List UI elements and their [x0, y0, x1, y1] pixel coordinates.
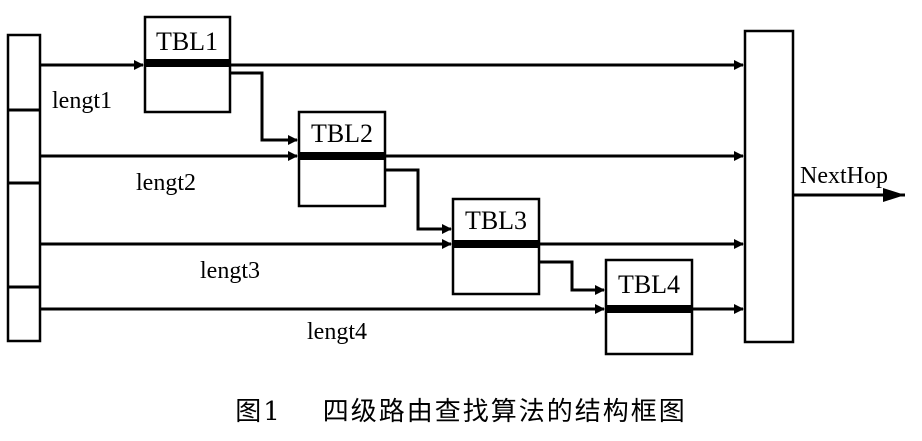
nexthop-label: NextHop — [800, 163, 888, 189]
table-label: TBL2 — [311, 119, 373, 148]
table-tbl4: TBL4 — [604, 258, 694, 356]
output-register — [743, 29, 795, 344]
length-label: lengt4 — [307, 319, 367, 345]
figure-caption: 图1 四级路由查找算法的结构框图 — [235, 397, 687, 427]
arrow-tbl2-to-tbl3 — [385, 168, 452, 234]
table-tbl3: TBL3 — [451, 197, 541, 296]
length-label: lengt2 — [136, 170, 196, 196]
length-label: lengt1 — [52, 88, 112, 114]
input-register — [6, 33, 42, 343]
table-divider — [299, 152, 385, 160]
input-register-frame — [6, 33, 42, 343]
table-tbl1: TBL1 — [143, 15, 232, 114]
table-divider — [145, 59, 230, 67]
table-label: TBL3 — [465, 206, 527, 235]
table-label: TBL4 — [618, 270, 680, 299]
table-label: TBL1 — [156, 27, 218, 56]
arrow-tbl1-to-tbl2 — [230, 71, 298, 145]
arrow-tbl3-to-tbl4 — [539, 260, 605, 295]
table-divider — [606, 305, 692, 313]
table-divider — [453, 240, 539, 248]
length-label: lengt3 — [200, 258, 260, 284]
table-tbl2: TBL2 — [297, 110, 387, 208]
